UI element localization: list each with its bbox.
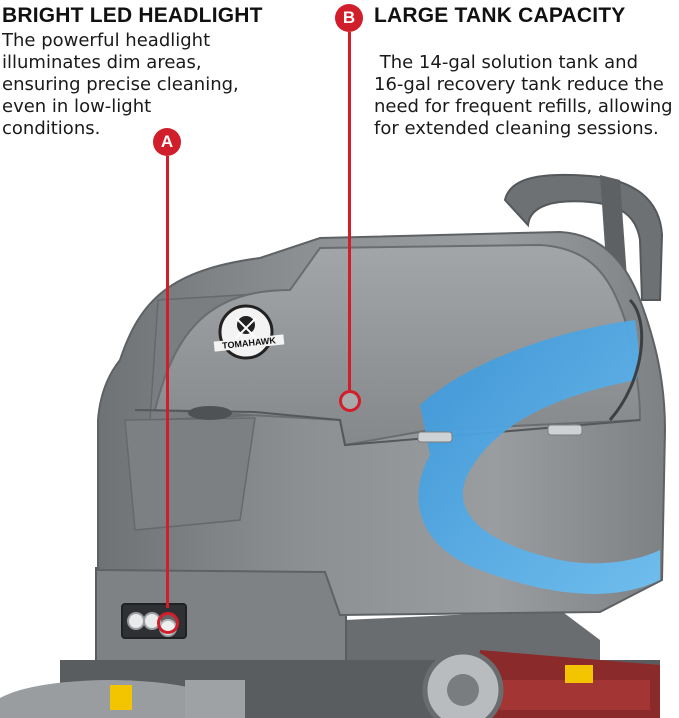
callout-tank-line: 16-gal recovery tank reduce the — [374, 74, 664, 95]
callout-tank-line: for extended cleaning sessions. — [374, 118, 659, 139]
marker-b: B — [335, 4, 363, 32]
callout-headlight-title: BRIGHT LED HEADLIGHT — [2, 4, 263, 27]
callout-tank-line: The 14-gal solution tank and — [374, 52, 639, 73]
callout-headlight: BRIGHT LED HEADLIGHT The powerful headli… — [2, 4, 322, 140]
marker-b-leader-line — [348, 32, 351, 390]
callout-headlight-line: ensuring precise cleaning, — [2, 74, 239, 95]
callout-headlight-description: The powerful headlight illuminates dim a… — [2, 30, 322, 140]
callout-tank-line: need for frequent refills, allowing — [374, 96, 673, 117]
callout-headlight-line: even in low-light — [2, 96, 152, 117]
marker-a-leader-line — [166, 156, 169, 608]
callout-tank-title: LARGE TANK CAPACITY — [374, 4, 626, 27]
callout-headlight-line: The powerful headlight — [2, 30, 211, 51]
callout-headlight-line: illuminates dim areas, — [2, 52, 202, 73]
marker-a-target-dot — [157, 612, 179, 634]
callout-tank-capacity: LARGE TANK CAPACITY The 14-gal solution … — [374, 4, 674, 140]
callout-headlight-line: conditions. — [2, 118, 101, 139]
marker-b-target-dot — [339, 390, 361, 412]
marker-a: A — [153, 128, 181, 156]
